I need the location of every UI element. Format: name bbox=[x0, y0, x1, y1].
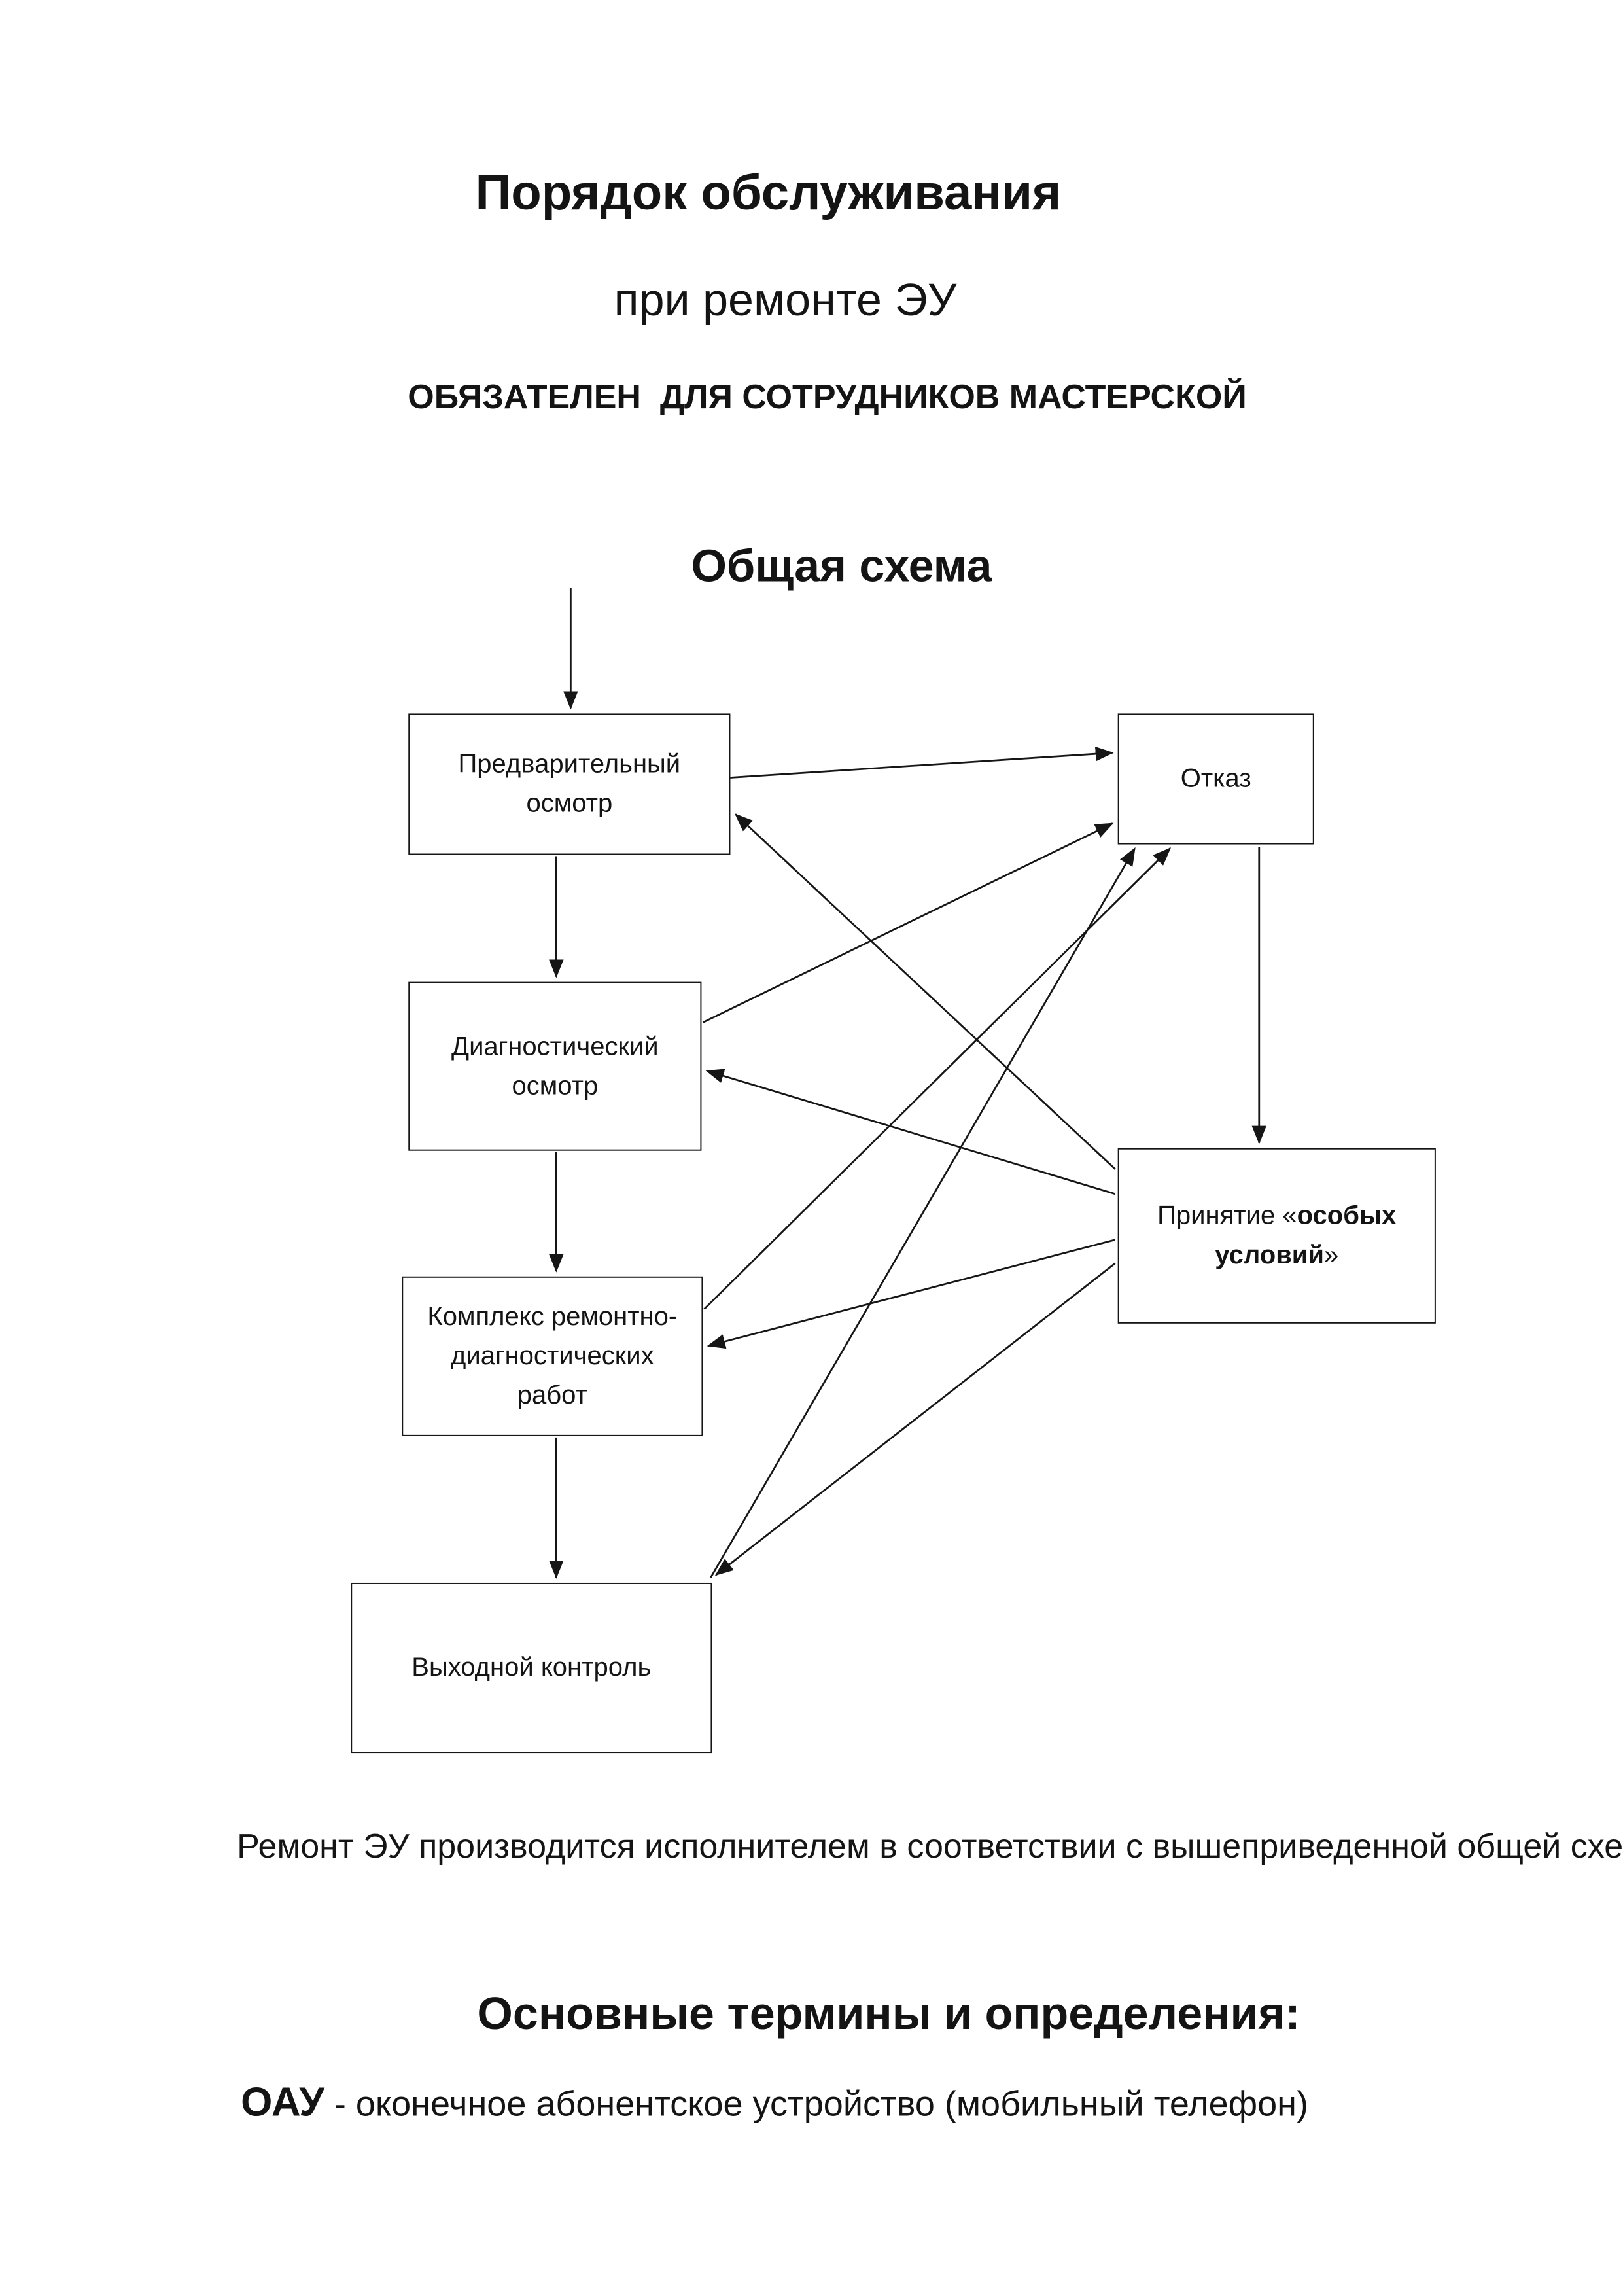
flow-arrow-repair-to-refusal bbox=[703, 847, 1172, 1310]
flow-arrow-special-to-output bbox=[714, 1262, 1116, 1576]
doc-subtitle: при ремонте ЭУ bbox=[614, 275, 957, 327]
term-definition: ОАУ - оконечное абонентское устройство (… bbox=[241, 2079, 1308, 2126]
note-text: Ремонт ЭУ производится исполнителем в со… bbox=[237, 1826, 1623, 1866]
flow-arrow-special-to-repair bbox=[707, 1239, 1116, 1349]
flow-arrow-diagnostic-to-refusal bbox=[702, 822, 1114, 1023]
flow-arrow-preliminary-to-refusal bbox=[730, 746, 1114, 779]
flowchart-node-refusal: Отказ bbox=[1117, 713, 1314, 845]
flow-arrow-special-to-diagnostic bbox=[705, 1069, 1116, 1195]
diagram-title: Общая схема bbox=[691, 540, 992, 592]
flowchart-node-label: Принятие «особых условий» bbox=[1157, 1201, 1397, 1270]
flowchart-node-special: Принятие «особых условий» bbox=[1117, 1148, 1436, 1324]
flow-arrow-special-to-preliminary bbox=[735, 813, 1116, 1170]
flow-arrow-output-to-refusal bbox=[710, 847, 1136, 1578]
terms-heading: Основные термины и определения: bbox=[477, 1988, 1300, 2040]
flowchart-node-output: Выходной контроль bbox=[351, 1582, 712, 1754]
term-abbr: ОАУ bbox=[241, 2079, 324, 2125]
doc-notice: ОБЯЗАТЕЛЕН ДЛЯ СОТРУДНИКОВ МАСТЕРСКОЙ bbox=[408, 377, 1247, 417]
flowchart-node-label: Выходной контроль bbox=[411, 1653, 652, 1683]
doc-title: Порядок обслуживания bbox=[475, 166, 1062, 222]
term-text: - оконечное абонентское устройство (моби… bbox=[324, 2084, 1309, 2124]
flowchart-node-label: Отказ bbox=[1180, 764, 1251, 794]
